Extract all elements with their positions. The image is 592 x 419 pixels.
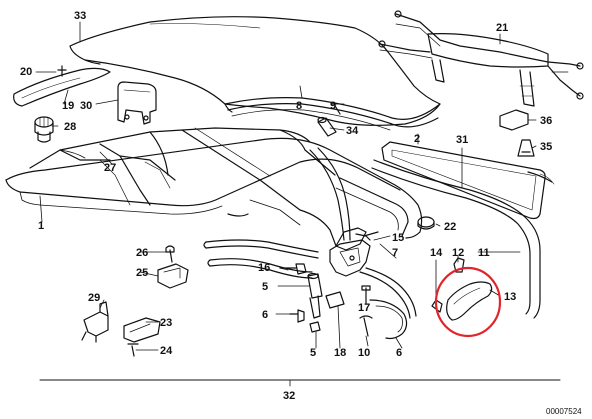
part-5-nut — [309, 321, 321, 333]
part-20-screw — [57, 65, 67, 77]
part-7-tube — [203, 239, 417, 319]
label-16: 16 — [258, 262, 271, 274]
label-4: 6 — [262, 309, 269, 321]
part-21-panel — [378, 10, 584, 107]
label-36: 36 — [540, 115, 553, 127]
label-26: 26 — [136, 247, 149, 259]
label-9: 9 — [330, 100, 337, 112]
part-34-pin — [317, 116, 337, 137]
part-18-block — [325, 291, 345, 309]
part-24-screw — [127, 343, 139, 357]
main-frame — [5, 127, 423, 239]
label-29: 29 — [88, 292, 101, 304]
label-6: 6 — [396, 347, 403, 359]
part-6-tube — [369, 299, 408, 340]
part-25-bracket — [157, 263, 189, 289]
label-28: 28 — [64, 121, 77, 133]
part-29-bracket — [81, 301, 109, 343]
label-3: 5 — [262, 281, 269, 293]
label-34: 34 — [346, 125, 359, 137]
label-2: 2 — [414, 133, 421, 145]
part-15-bracket — [329, 231, 379, 277]
label-11: 11 — [478, 247, 490, 259]
part-35-clip — [517, 139, 535, 157]
label-7: 7 — [392, 247, 399, 259]
part-19-rail — [13, 67, 111, 107]
label-18: 18 — [334, 347, 347, 359]
part-22-button — [417, 216, 435, 230]
part-31-window — [381, 141, 555, 220]
label-22: 22 — [444, 221, 457, 233]
label-32: 32 — [283, 390, 296, 402]
label-15: 15 — [392, 232, 405, 244]
label-35: 35 — [540, 141, 553, 153]
rear-bows — [299, 147, 409, 251]
part-23-bracket — [123, 317, 161, 343]
highlight-circle — [434, 266, 502, 338]
label-25: 25 — [136, 267, 149, 279]
label-23: 23 — [160, 317, 173, 329]
label-8: 8 — [296, 100, 303, 112]
part-36-block — [499, 109, 529, 131]
roof-cover — [69, 16, 441, 126]
label-14: 14 — [430, 247, 443, 259]
part-16-bolt — [279, 263, 307, 275]
part-11-seal — [371, 159, 541, 319]
label-21: 21 — [496, 22, 509, 34]
label-33: 33 — [74, 10, 87, 22]
part-9-screw — [331, 103, 341, 115]
label-13: 13 — [504, 291, 517, 303]
label-30: 30 — [80, 100, 93, 112]
label-27: 27 — [104, 162, 117, 174]
part-30-bracket — [117, 81, 157, 125]
part-4-screw — [289, 309, 305, 323]
label-17: 17 — [358, 302, 371, 314]
part-26-pin — [165, 245, 175, 263]
part-13-seal — [446, 281, 493, 321]
label-1: 1 — [38, 220, 45, 232]
label-5: 5 — [310, 347, 317, 359]
label-10: 10 — [358, 347, 371, 359]
part-10-bolt — [359, 315, 373, 337]
label-12: 12 — [452, 247, 465, 259]
part-3-strut — [307, 272, 323, 319]
part-28-knob — [34, 116, 54, 143]
label-24: 24 — [160, 345, 173, 357]
rear-trim — [227, 103, 439, 131]
reference-code: 00007524 — [546, 407, 582, 416]
label-31: 31 — [456, 134, 469, 146]
label-19: 19 — [62, 100, 75, 112]
label-20: 20 — [20, 66, 33, 78]
leader-lines — [35, 21, 537, 351]
